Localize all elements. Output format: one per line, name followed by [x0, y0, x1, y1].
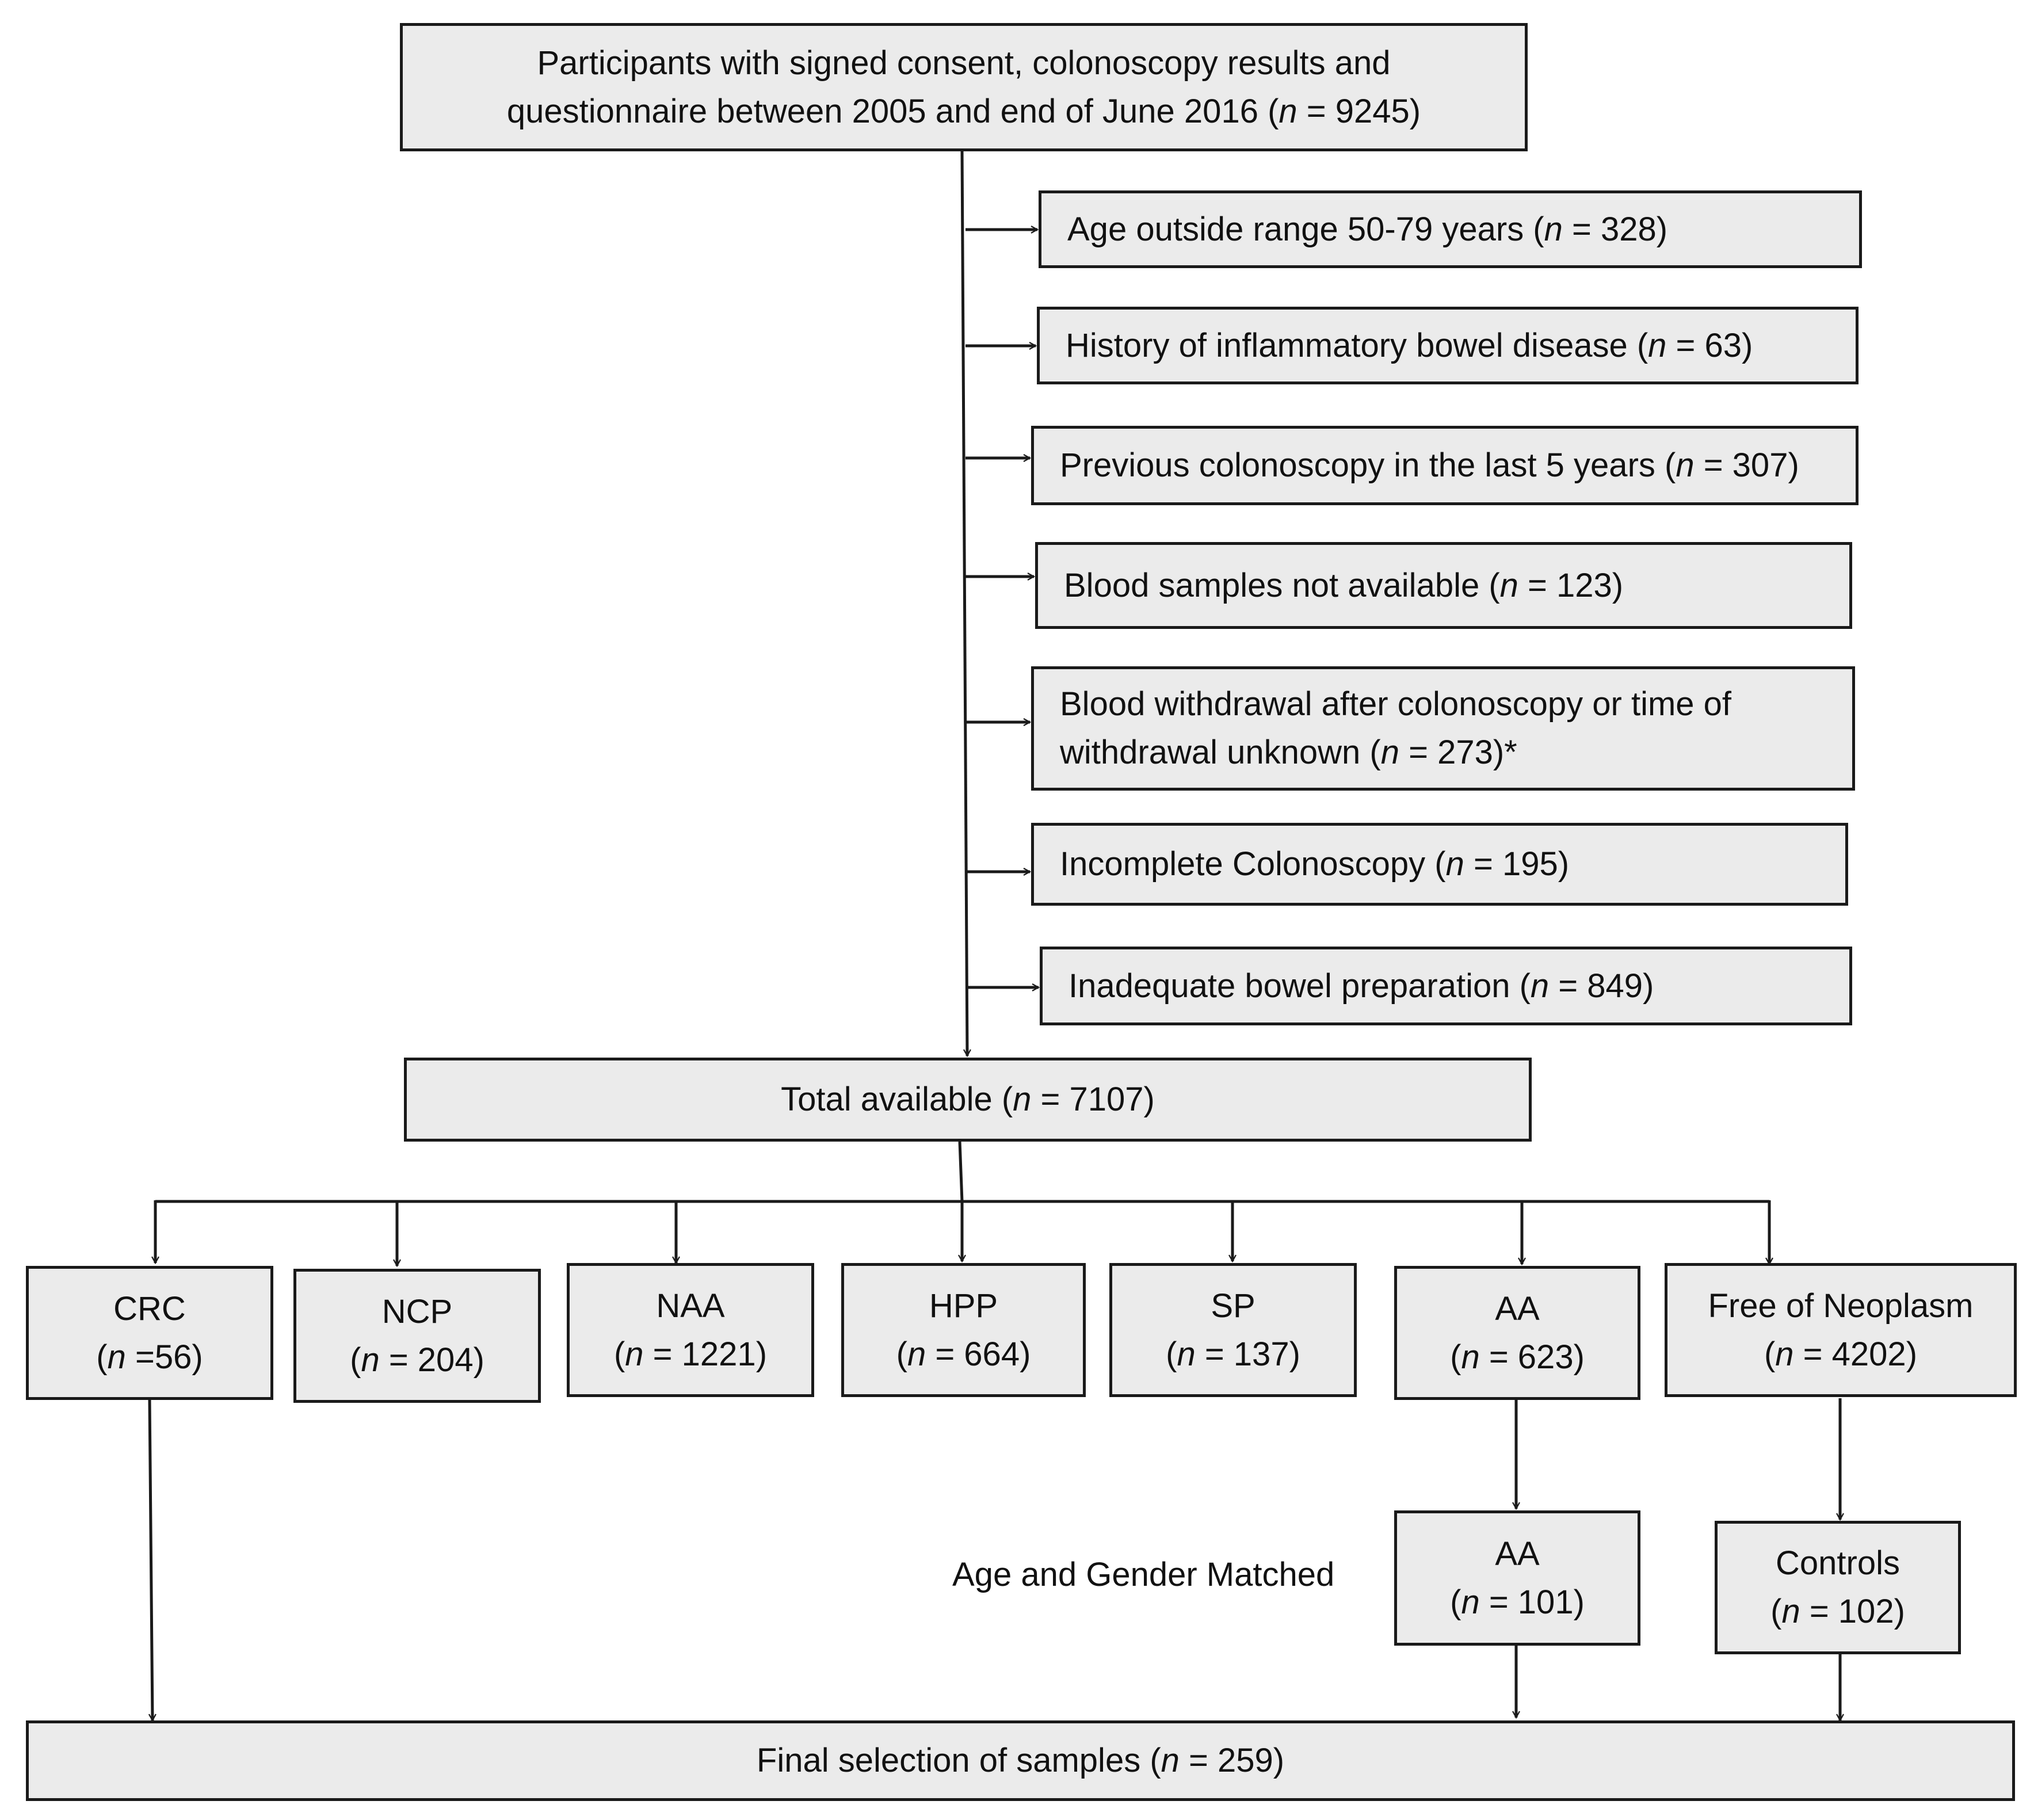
exclusion-blood-samples-text: Blood samples not available (n = 123) — [1064, 566, 1624, 604]
group-ncp-count: (n = 204) — [350, 1341, 484, 1379]
exclusion-previous-colonoscopy-text: Previous colonoscopy in the last 5 years… — [1060, 447, 1799, 484]
matched-aa-name: AA — [1495, 1535, 1540, 1573]
group-free-of-neoplasm-name: Free of Neoplasm — [1708, 1287, 1974, 1325]
final-arrow-crc — [148, 1399, 152, 1720]
final-selection-box: Final selection of samples (n = 259) — [26, 1720, 2015, 1801]
matched-controls-name: Controls — [1776, 1544, 1900, 1582]
group-hpp-name: HPP — [929, 1287, 998, 1325]
exclusion-ibd-text: History of inflammatory bowel disease (n… — [1066, 326, 1753, 364]
exclusion-bowel-preparation-text: Inadequate bowel preparation (n = 849) — [1068, 967, 1654, 1005]
exclusion-age-box: Age outside range 50-79 years (n = 328) — [1039, 190, 1862, 268]
group-aa-name: AA — [1495, 1289, 1540, 1327]
group-ncp-box: NCP (n = 204) — [293, 1269, 541, 1403]
exclusion-ibd-box: History of inflammatory bowel disease (n… — [1037, 307, 1859, 384]
exclusion-blood-withdrawal-box: Blood withdrawal after colonoscopy or ti… — [1031, 666, 1855, 791]
exclusion-previous-colonoscopy-box: Previous colonoscopy in the last 5 years… — [1031, 426, 1859, 505]
group-naa-name: NAA — [656, 1287, 725, 1325]
exclusion-incomplete-colonoscopy-box: Incomplete Colonoscopy (n = 195) — [1031, 823, 1848, 906]
start-box: Participants with signed consent, colono… — [400, 23, 1528, 151]
final-selection-text: Final selection of samples (n = 259) — [756, 1742, 1285, 1779]
group-ncp-name: NCP — [381, 1292, 453, 1330]
group-aa-count: (n = 623) — [1450, 1338, 1585, 1376]
exclusion-bowel-preparation-box: Inadequate bowel preparation (n = 849) — [1040, 947, 1852, 1025]
exclusion-age-text: Age outside range 50-79 years (n = 328) — [1067, 210, 1668, 248]
age-gender-matched-label: Age and Gender Matched — [952, 1556, 1335, 1593]
start-line-1: Participants with signed consent, colono… — [537, 44, 1391, 82]
matched-aa-count: (n = 101) — [1450, 1583, 1585, 1621]
exclusion-blood-samples-box: Blood samples not available (n = 123) — [1035, 542, 1852, 629]
group-free-of-neoplasm-box: Free of Neoplasm (n = 4202) — [1665, 1263, 2017, 1397]
total-available-box: Total available (n = 7107) — [404, 1058, 1532, 1142]
group-hpp-count: (n = 664) — [896, 1335, 1031, 1373]
matched-controls-count: (n = 102) — [1770, 1593, 1905, 1630]
group-free-of-neoplasm-count: (n = 4202) — [1764, 1335, 1918, 1373]
total-stem — [958, 1141, 964, 1202]
group-sp-name: SP — [1211, 1287, 1255, 1325]
group-crc-name: CRC — [113, 1289, 186, 1327]
exclusion-blood-withdrawal-line-1: Blood withdrawal after colonoscopy or ti… — [1060, 685, 1732, 723]
group-aa-box: AA (n = 623) — [1394, 1266, 1640, 1400]
start-line-2: questionnaire between 2005 and end of Ju… — [506, 92, 1421, 130]
exclusion-blood-withdrawal-line-2: withdrawal unknown (n = 273)* — [1060, 734, 1517, 771]
group-hpp-box: HPP (n = 664) — [841, 1263, 1086, 1397]
group-naa-box: NAA (n = 1221) — [567, 1263, 814, 1397]
group-crc-count: (n =56) — [96, 1338, 203, 1376]
group-sp-count: (n = 137) — [1166, 1335, 1300, 1373]
group-sp-box: SP (n = 137) — [1109, 1263, 1357, 1397]
exclusion-incomplete-colonoscopy-text: Incomplete Colonoscopy (n = 195) — [1060, 845, 1570, 883]
total-available-text: Total available (n = 7107) — [781, 1081, 1155, 1118]
matched-controls-box: Controls (n = 102) — [1715, 1521, 1961, 1654]
group-naa-count: (n = 1221) — [613, 1335, 768, 1373]
group-crc-box: CRC (n =56) — [26, 1266, 273, 1400]
matched-aa-box: AA (n = 101) — [1394, 1510, 1640, 1646]
trunk-line — [960, 151, 967, 1056]
